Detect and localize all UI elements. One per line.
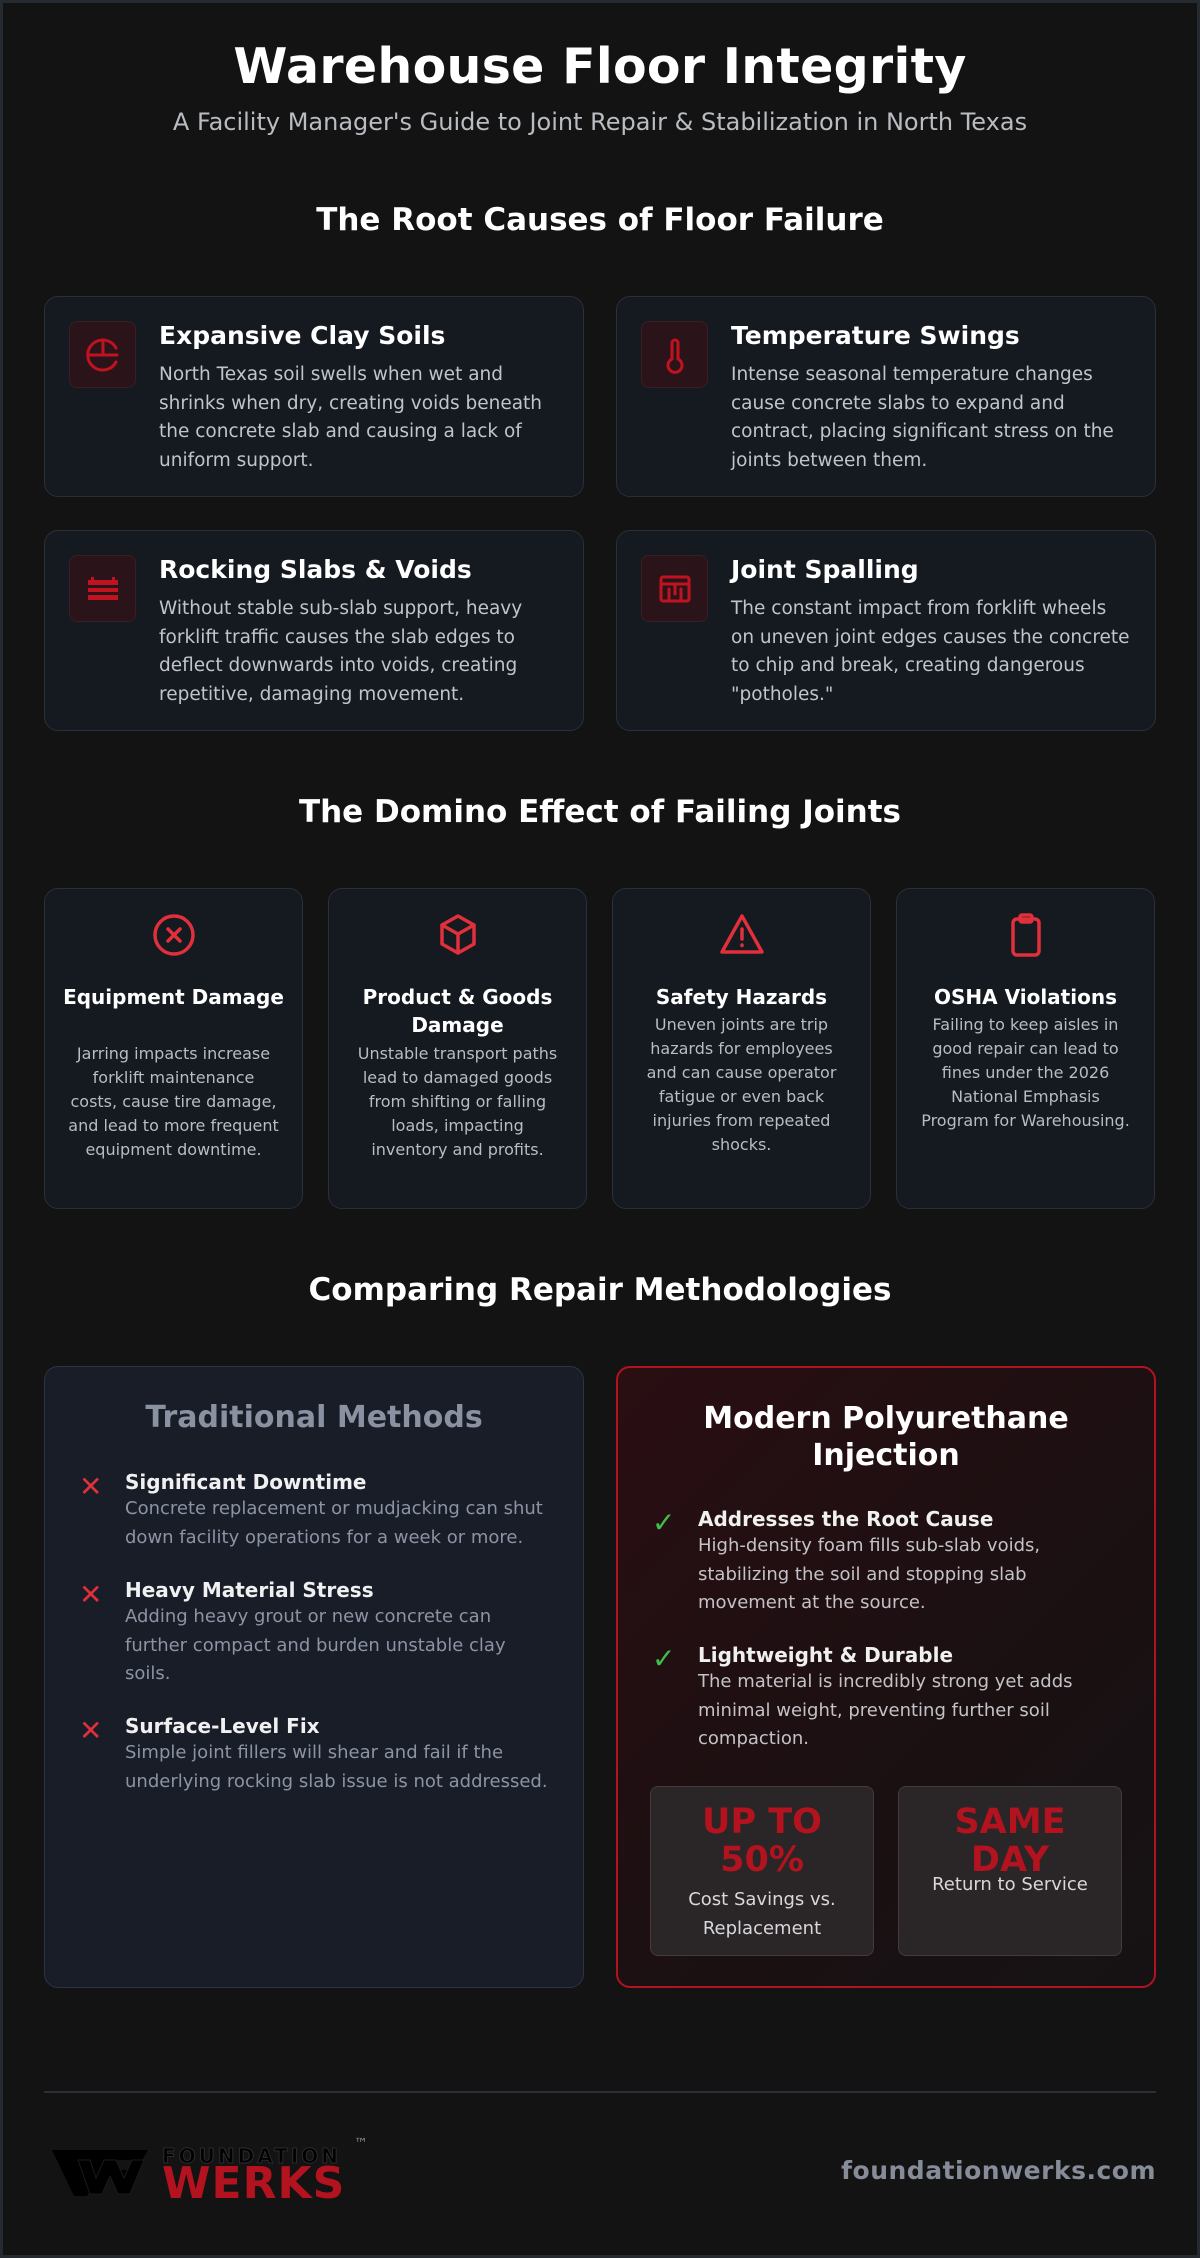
method-item-text: High-density foam fills sub-slab voids, …: [698, 1535, 1041, 1613]
x-mark-icon: ✕: [79, 1470, 103, 1503]
cause-text: Without stable sub-slab support, heavy f…: [159, 598, 523, 705]
stat-label: Cost Savings vs. Replacement: [688, 1889, 836, 1939]
method-item-title: Lightweight & Durable: [698, 1643, 954, 1667]
cause-text: The constant impact from forklift wheels…: [731, 598, 1130, 705]
page-title: Warehouse Floor Integrity: [233, 38, 967, 95]
effect-title: Equipment Damage: [63, 985, 284, 1009]
logo-text-top: FOUNDATION: [162, 2144, 341, 2169]
logo-mark-icon: [52, 2150, 148, 2196]
cause-title: Joint Spalling: [731, 555, 919, 584]
effect-text: Unstable transport paths lead to damaged…: [357, 1044, 558, 1159]
cause-card-clay: Expansive Clay Soils North Texas soil sw…: [44, 296, 584, 497]
cause-title: Expansive Clay Soils: [159, 321, 446, 350]
slab-layers-icon: [69, 555, 136, 622]
cause-card-spalling: Joint Spalling The constant impact from …: [616, 530, 1156, 731]
x-mark-icon: ✕: [79, 1578, 103, 1611]
effect-text: Uneven joints are trip hazards for emplo…: [646, 1015, 837, 1154]
stat-same-day: SAME DAY Return to Service: [898, 1786, 1122, 1956]
foundation-werks-logo: FOUNDATION WERKS ™: [50, 2132, 380, 2208]
effect-card-equipment: Equipment Damage Jarring impacts increas…: [44, 888, 303, 1209]
modern-title: Modern Polyurethane Injection: [703, 1401, 1069, 1473]
method-item-title: Heavy Material Stress: [125, 1578, 374, 1602]
logo-text-bottom: WERKS: [162, 2158, 346, 2209]
methods-heading: Comparing Repair Methodologies: [308, 1272, 892, 1308]
page-subtitle: A Facility Manager's Guide to Joint Repa…: [172, 108, 1028, 136]
method-item-title: Significant Downtime: [125, 1470, 367, 1494]
x-circle-icon: [45, 911, 302, 959]
website-link[interactable]: foundationwerks.com: [841, 2156, 1156, 2185]
effect-card-product: Product & Goods Damage Unstable transpor…: [328, 888, 587, 1209]
effect-title: Safety Hazards: [655, 985, 828, 1009]
effect-card-osha: OSHA Violations Failing to keep aisles i…: [896, 888, 1155, 1209]
cause-title: Rocking Slabs & Voids: [159, 555, 472, 584]
stat-value: SAME DAY: [954, 1802, 1066, 1880]
x-mark-icon: ✕: [79, 1714, 103, 1747]
cause-text: North Texas soil swells when wet and shr…: [159, 364, 543, 471]
stat-label: Return to Service: [932, 1874, 1088, 1895]
effect-title: Product & Goods Damage: [362, 985, 553, 1037]
logo-trademark: ™: [354, 2136, 368, 2152]
check-icon: ✓: [652, 1506, 676, 1539]
warning-triangle-icon: [613, 911, 870, 959]
effect-text: Failing to keep aisles in good repair ca…: [921, 1015, 1130, 1130]
method-item-text: Concrete replacement or mudjacking can s…: [125, 1498, 543, 1548]
causes-heading: The Root Causes of Floor Failure: [316, 202, 884, 238]
effect-title: OSHA Violations: [934, 985, 1117, 1009]
cause-card-rocking-slabs: Rocking Slabs & Voids Without stable sub…: [44, 530, 584, 731]
method-item-text: Adding heavy grout or new concrete can f…: [125, 1606, 506, 1684]
box-icon: [329, 911, 586, 959]
cause-title: Temperature Swings: [731, 321, 1020, 350]
effect-text: Jarring impacts increase forklift mainte…: [68, 1044, 279, 1159]
cause-text: Intense seasonal temperature changes cau…: [731, 364, 1114, 471]
check-icon: ✓: [652, 1642, 676, 1675]
method-item-title: Surface-Level Fix: [125, 1714, 320, 1738]
modern-methods-card: Modern Polyurethane Injection ✓ Addresse…: [616, 1366, 1156, 1988]
method-item-text: Simple joint fillers will shear and fail…: [125, 1742, 548, 1792]
thermometer-icon: [641, 321, 708, 388]
cause-card-temperature: Temperature Swings Intense seasonal temp…: [616, 296, 1156, 497]
cracked-joint-icon: [641, 555, 708, 622]
traditional-title: Traditional Methods: [145, 1400, 483, 1435]
method-item-text: The material is incredibly strong yet ad…: [698, 1671, 1073, 1749]
clay-icon: [69, 321, 136, 388]
stat-cost-savings: UP TO 50% Cost Savings vs. Replacement: [650, 1786, 874, 1956]
stat-value: UP TO 50%: [702, 1802, 822, 1880]
effects-heading: The Domino Effect of Failing Joints: [298, 794, 902, 830]
footer-divider: [44, 2091, 1156, 2093]
traditional-methods-card: Traditional Methods ✕ Significant Downti…: [44, 1366, 584, 1988]
clipboard-icon: [897, 911, 1154, 959]
effect-card-safety: Safety Hazards Uneven joints are trip ha…: [612, 888, 871, 1209]
method-item-title: Addresses the Root Cause: [698, 1507, 994, 1531]
